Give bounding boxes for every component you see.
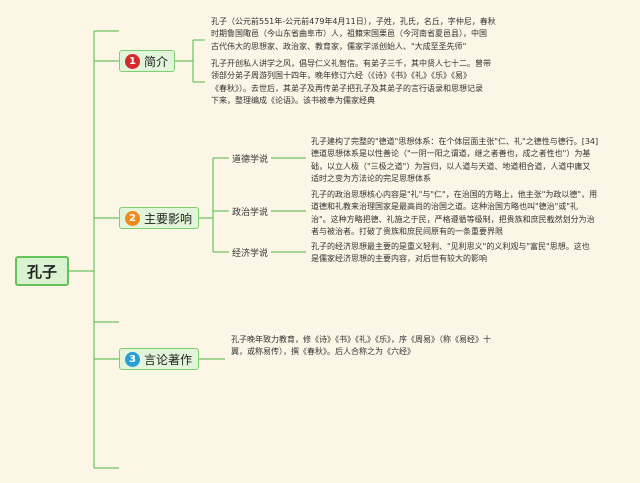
topic-works-label: 言论著作 <box>144 352 193 367</box>
number-badge-3: 3 <box>125 351 140 367</box>
number-badge-1: 1 <box>125 53 140 69</box>
subtopic-economic-theory[interactable]: 经济学说 <box>232 249 269 259</box>
root-node[interactable]: 孔子 <box>15 256 69 286</box>
subtopic-moral-theory[interactable]: 道德学说 <box>232 155 269 165</box>
intro-paragraph-2: 孔子开创私人讲学之风，倡导仁义礼智信。有弟子三千，其中贤人七十二。曾带 领部分弟… <box>211 59 491 105</box>
topic-works[interactable]: 3 言论著作 <box>119 348 200 370</box>
political-theory-text: 孔子的政治思想核心内容是"礼"与"仁"，在治国的方略上，他主张"为政以德"，用 … <box>311 190 598 236</box>
root-label: 孔子 <box>26 262 57 281</box>
topic-influence[interactable]: 2 主要影响 <box>119 207 200 229</box>
moral-theory-text: 孔子建构了完整的"德道"思想体系：在个体层面主张"仁、礼"之德性与德行。[34]… <box>311 137 599 183</box>
topic-intro-label: 简介 <box>144 54 169 69</box>
topic-influence-label: 主要影响 <box>144 211 193 226</box>
number-badge-2: 2 <box>125 210 140 226</box>
works-paragraph: 孔子晚年致力教育，修《诗》《书》《礼》《乐》，序《周易》（称《易经》十 翼，或称… <box>231 335 491 357</box>
economic-theory-text: 孔子的经济思想最主要的是重义轻利、"见利思义"的义利观与"富民"思想。这也 是儒… <box>311 242 590 264</box>
intro-paragraph-1: 孔子（公元前551年-公元前479年4月11日），子姓，孔氏，名丘，字仲尼，春秋… <box>211 17 496 51</box>
topic-intro[interactable]: 1 简介 <box>119 50 176 72</box>
subtopic-political-theory[interactable]: 政治学说 <box>232 208 269 218</box>
